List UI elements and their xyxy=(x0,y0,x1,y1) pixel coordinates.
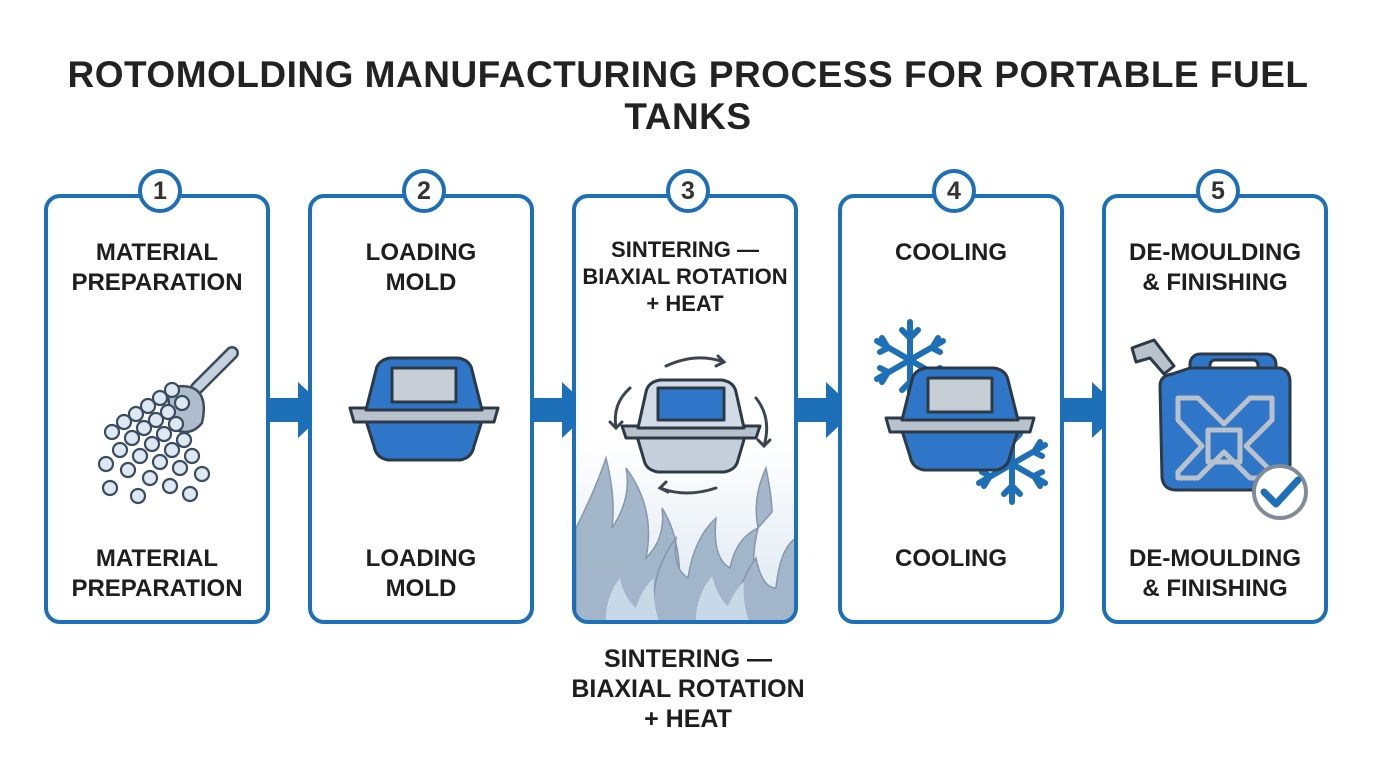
step-5-caption: DE-MOULDING & FINISHING xyxy=(1129,545,1301,602)
step-5-badge: 5 xyxy=(1196,169,1240,213)
step-4-title: COOLING xyxy=(895,239,1007,266)
step-4-caption: COOLING xyxy=(895,545,1007,572)
arrow-right-icon xyxy=(270,382,328,438)
step-3-badge: 3 xyxy=(666,169,710,213)
step-5-title: DE-MOULDING & FINISHING xyxy=(1129,239,1301,296)
step-3-card: SINTERING — BIAXIAL ROTATION + HEAT xyxy=(572,194,798,624)
step-4-card: COOLING COOLING xyxy=(838,194,1064,624)
rotating-mold-icon xyxy=(608,354,772,495)
checkmark-badge-icon xyxy=(1252,464,1308,520)
step-2-caption: LOADING MOLD xyxy=(365,545,477,602)
arrow-right-icon xyxy=(534,382,592,438)
step-2-title: LOADING MOLD xyxy=(365,239,477,296)
page-title: ROTOMOLDING MANUFACTURING PROCESS FOR PO… xyxy=(67,54,1309,137)
arrow-right-icon xyxy=(1064,382,1122,438)
mold-icon xyxy=(348,356,500,462)
step-2-badge: 2 xyxy=(402,169,446,213)
step-1-badge: 1 xyxy=(138,169,182,213)
flame-icon xyxy=(576,455,794,620)
step-5-card: DE-MOULDING & FINISHING DE-MOULDING & FI… xyxy=(1102,194,1328,624)
arrow-right-icon xyxy=(798,382,856,438)
step-3-title: SINTERING — BIAXIAL ROTATION + HEAT xyxy=(582,237,788,316)
step-1-card: MATERIAL PREPARATION MATERIAL PREPARATIO… xyxy=(44,194,270,624)
step-4-badge: 4 xyxy=(932,169,976,213)
step-2-card: LOADING MOLD LOADING MOLD xyxy=(308,194,534,624)
step-1-title: MATERIAL PREPARATION xyxy=(71,239,243,296)
jerrycan-icon xyxy=(1130,338,1292,492)
mold-icon xyxy=(884,366,1036,472)
pellets-scoop-icon xyxy=(97,346,239,505)
step-1-caption: MATERIAL PREPARATION xyxy=(71,545,243,602)
step-3-caption: SINTERING — BIAXIAL ROTATION + HEAT xyxy=(571,645,805,733)
